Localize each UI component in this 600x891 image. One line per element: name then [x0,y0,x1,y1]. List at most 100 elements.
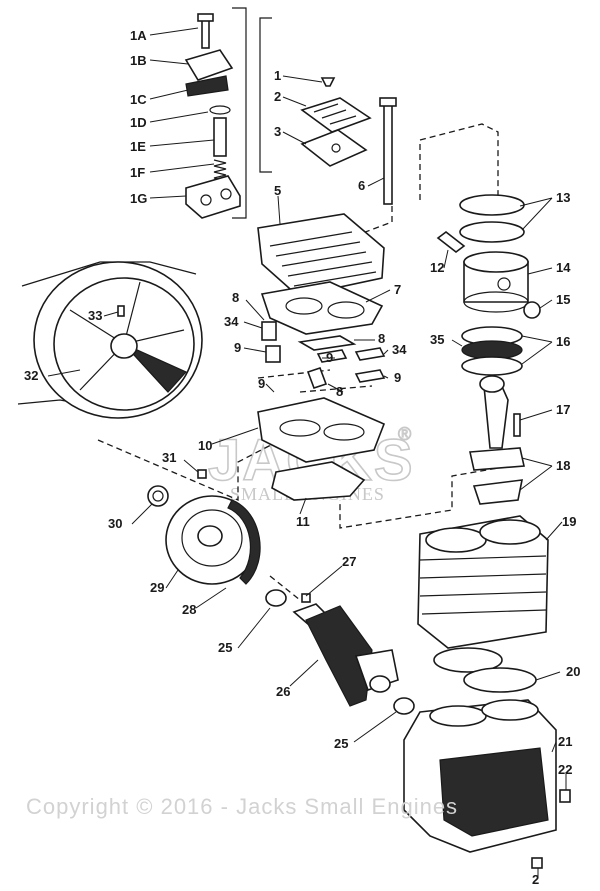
part-10-port-a [279,419,321,437]
part-29-inner [181,509,243,567]
callout-22: 22 [558,762,572,777]
valve-plate-gasket [271,461,366,501]
part-19-bore-left [425,527,487,553]
part-1g-body [185,175,241,219]
part-2-gasket [300,97,372,133]
part-14-pin-bore [497,277,511,291]
callout-21: 21 [558,734,572,749]
part-6-bolt-head [379,97,397,107]
callout-1c: 1C [130,92,147,107]
callout-8-right: 8 [378,331,385,346]
part-18-rod-big-end [469,447,525,471]
cylinder-block [417,515,549,649]
part-17-rod-bolt [513,413,521,437]
part-1e-plunger [213,117,227,157]
part-13-ring-top [459,194,525,216]
part-9-reed-c [306,366,328,390]
part-8-retainer [297,335,357,351]
callout-14: 14 [556,260,571,275]
part-14-piston-top [463,251,529,273]
align-bearing [269,575,301,601]
part-30-seal [147,485,169,507]
part-1d-ring [209,105,231,115]
callout-9-lower: 9 [258,376,265,391]
head-bolt [379,97,397,205]
part-5-fins [269,231,377,287]
callout-25-rear: 25 [334,736,348,751]
part-32-shadow [123,343,187,393]
callout-19: 19 [562,514,576,529]
part-25-bearing-front [265,589,287,607]
align-piston-top [419,123,499,200]
valve-plate [257,397,386,463]
cylinder-head [257,213,385,297]
part-26-end [369,675,391,693]
align-pulley-shaft [97,429,301,501]
part-7-hole-a [285,297,323,315]
part-34-valve-a [261,321,277,341]
callout-34-right: 34 [392,342,407,357]
head-gasket [260,281,384,335]
piston-group [436,194,541,376]
part-29-hub [197,525,223,547]
part-12-wrist-pin [436,230,466,254]
part-15-ball [523,301,541,319]
part-3-plate [300,129,368,167]
part-1-screw [320,77,336,87]
callout-6: 6 [358,178,365,193]
crankcase [403,699,571,869]
callout-8-lower: 8 [336,384,343,399]
callout-26: 26 [276,684,290,699]
callout-17: 17 [556,402,570,417]
callout-34-left: 34 [224,314,239,329]
unloader-valve-stack [184,13,241,219]
part-28-gasket [227,499,261,585]
part-1c-plate [185,75,229,97]
callout-9-right: 9 [394,370,401,385]
valve-plate-parts [300,77,372,167]
part-34-valve-b [354,347,386,361]
callout-1f: 1F [130,165,145,180]
part-6-bolt-shank [383,103,393,205]
callout-25-front: 25 [218,640,232,655]
callout-3: 3 [274,124,281,139]
callout-9-left: 9 [234,340,241,355]
callout-2-drain: 2 [532,872,539,887]
align-bolt-head [359,206,393,235]
valve-bracket-left [232,7,247,219]
part-18-rod-small-end [479,375,505,393]
callout-1e: 1E [130,139,146,154]
callout-2: 2 [274,89,281,104]
part-30-seal-inner [152,490,164,502]
connecting-rod [469,375,525,505]
leader-lines [47,27,567,878]
part-2-slots [313,103,357,125]
callout-12: 12 [430,260,444,275]
part-1b-cap [184,49,234,81]
callout-1d: 1D [130,115,147,130]
part-18-rod-cap [472,479,524,505]
part-14-piston-skirt [463,291,529,313]
part-7-hole-b [327,301,365,319]
callout-1a: 1A [130,28,147,43]
callout-33: 33 [88,308,102,323]
part-31-screw [197,469,207,479]
callout-27: 27 [342,554,356,569]
valve-bracket-right [259,17,272,173]
callout-11: 11 [296,514,310,529]
part-19-fins [419,555,547,615]
part-10-plate [257,397,386,463]
watermark-registered: ® [398,424,411,444]
part-2-drain [531,857,543,869]
part-9-reed-d [354,369,386,383]
callout-1b: 1B [130,53,147,68]
part-27-key [301,593,311,603]
part-22-plug [559,789,571,803]
part-20-gasket-right [463,667,537,693]
part-33-setscrew [117,305,125,317]
callout-15: 15 [556,292,570,307]
part-20-gasket-left [433,647,503,673]
part-3-hole [331,143,341,153]
flywheel-pulley [17,261,203,419]
